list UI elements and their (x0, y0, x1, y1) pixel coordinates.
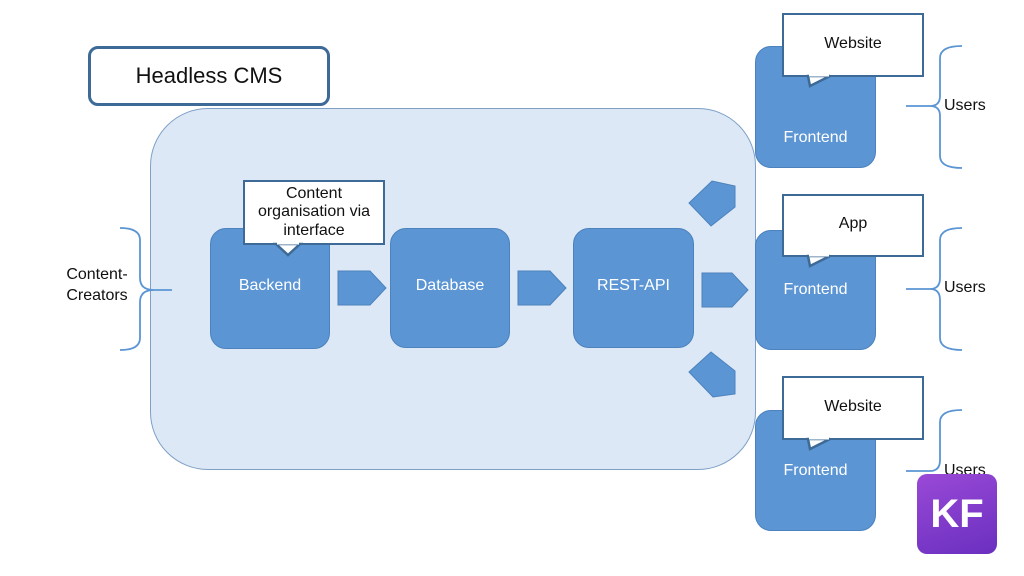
arrow-database-to-rest-api (517, 270, 567, 306)
backend-block: Backend (210, 228, 330, 349)
users-label-2: Users (944, 279, 986, 296)
users-label-1: Users (944, 97, 986, 114)
rest-api-block: REST-API (573, 228, 694, 348)
frontend-label: Frontend (783, 461, 848, 479)
frontend-callout-1: Website (782, 13, 924, 77)
database-label: Database (415, 277, 485, 294)
backend-callout-tail (272, 242, 304, 257)
backend-label: Backend (238, 276, 302, 294)
frontend-callout-1-tail (806, 74, 831, 88)
arrow-rest-api-to-frontend-1 (688, 180, 736, 227)
frontend-callout-3-tail (806, 437, 831, 451)
kf-logo: KF (917, 474, 997, 554)
backend-callout: Content organisation via interface (243, 180, 385, 245)
title-box: Headless CMS (88, 46, 330, 106)
users-brace-2 (906, 227, 963, 351)
content-creators-label: Content- Creators (66, 266, 128, 304)
frontend-label: Frontend (783, 129, 848, 146)
content-creators-brace (119, 227, 172, 351)
users-brace-3 (906, 409, 963, 472)
database-block: Database (390, 228, 510, 348)
frontend-label: Frontend (783, 281, 848, 298)
frontend-callout-3: Website (782, 376, 924, 440)
arrow-rest-api-to-frontend-2 (701, 272, 749, 308)
frontend-callout-2: App (782, 194, 924, 257)
arrow-backend-to-database (337, 270, 387, 306)
users-brace-1 (906, 45, 963, 169)
rest-api-label: REST-API (597, 277, 670, 294)
frontend-block-1: Frontend (755, 46, 876, 168)
page-title: Headless CMS (135, 63, 283, 88)
frontend-callout-2-tail (806, 254, 831, 268)
arrow-rest-api-to-frontend-3 (688, 351, 736, 398)
